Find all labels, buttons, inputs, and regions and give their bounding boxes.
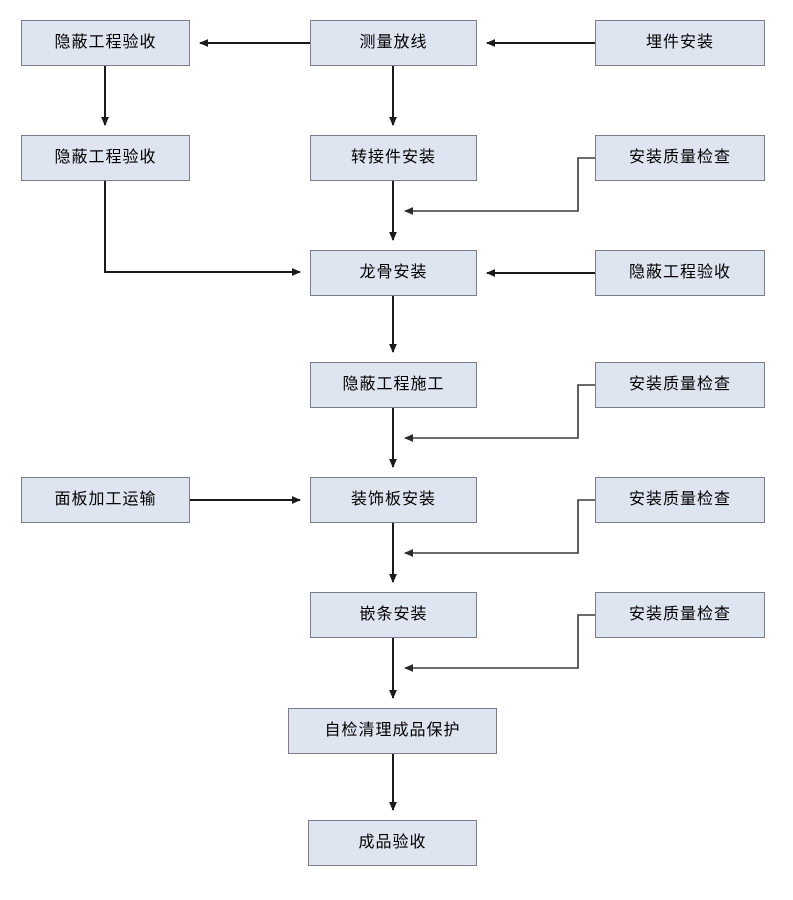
node-label: 成品验收 <box>358 834 427 851</box>
node-anzhuang-zhiliang-jiancha-3[interactable]: 安装质量检查 <box>595 477 765 523</box>
node-yinbi-gongcheng-yanshou-2[interactable]: 隐蔽工程验收 <box>21 135 190 181</box>
node-label: 面板加工运输 <box>54 491 157 508</box>
node-maijian-anzhuang[interactable]: 埋件安装 <box>595 20 765 66</box>
node-mianban-jiagong-yunshu[interactable]: 面板加工运输 <box>21 477 190 523</box>
node-label: 龙骨安装 <box>359 264 428 281</box>
node-anzhuang-zhiliang-jiancha-1[interactable]: 安装质量检查 <box>595 135 765 181</box>
node-label: 安装质量检查 <box>628 606 731 623</box>
node-yinbi-gongcheng-shigong[interactable]: 隐蔽工程施工 <box>310 362 477 408</box>
node-anzhuang-zhiliang-jiancha-2[interactable]: 安装质量检查 <box>595 362 765 408</box>
node-label: 安装质量检查 <box>628 376 731 393</box>
node-zhuanjiejian-anzhuang[interactable]: 转接件安装 <box>310 135 477 181</box>
node-label: 装饰板安装 <box>350 491 436 508</box>
node-yinbi-gongcheng-yanshou-3[interactable]: 隐蔽工程验收 <box>595 250 765 296</box>
node-label: 测量放线 <box>359 34 428 51</box>
node-label: 自检清理成品保护 <box>324 722 461 739</box>
node-label: 隐蔽工程验收 <box>628 264 731 281</box>
node-label: 安装质量检查 <box>628 491 731 508</box>
node-label: 埋件安装 <box>645 34 714 51</box>
node-longgu-anzhuang[interactable]: 龙骨安装 <box>310 250 477 296</box>
node-label: 转接件安装 <box>350 149 436 166</box>
edge-yinbi2-to-longgu <box>104 181 301 276</box>
node-label: 隐蔽工程验收 <box>54 34 157 51</box>
node-celiang-fangxian[interactable]: 测量放线 <box>310 20 477 66</box>
node-label: 隐蔽工程验收 <box>54 149 157 166</box>
node-zhuangshiban-anzhuang[interactable]: 装饰板安装 <box>310 477 477 523</box>
node-anzhuang-zhiliang-jiancha-4[interactable]: 安装质量检查 <box>595 592 765 638</box>
node-label: 嵌条安装 <box>359 606 428 623</box>
node-qiantiao-anzhuang[interactable]: 嵌条安装 <box>310 592 477 638</box>
node-chengpin-yanshou[interactable]: 成品验收 <box>308 820 477 866</box>
node-zijian-qingli-chengpin-baohu[interactable]: 自检清理成品保护 <box>288 708 497 754</box>
node-yinbi-gongcheng-yanshou-1[interactable]: 隐蔽工程验收 <box>21 20 190 66</box>
node-label: 安装质量检查 <box>628 149 731 166</box>
node-label: 隐蔽工程施工 <box>342 376 445 393</box>
